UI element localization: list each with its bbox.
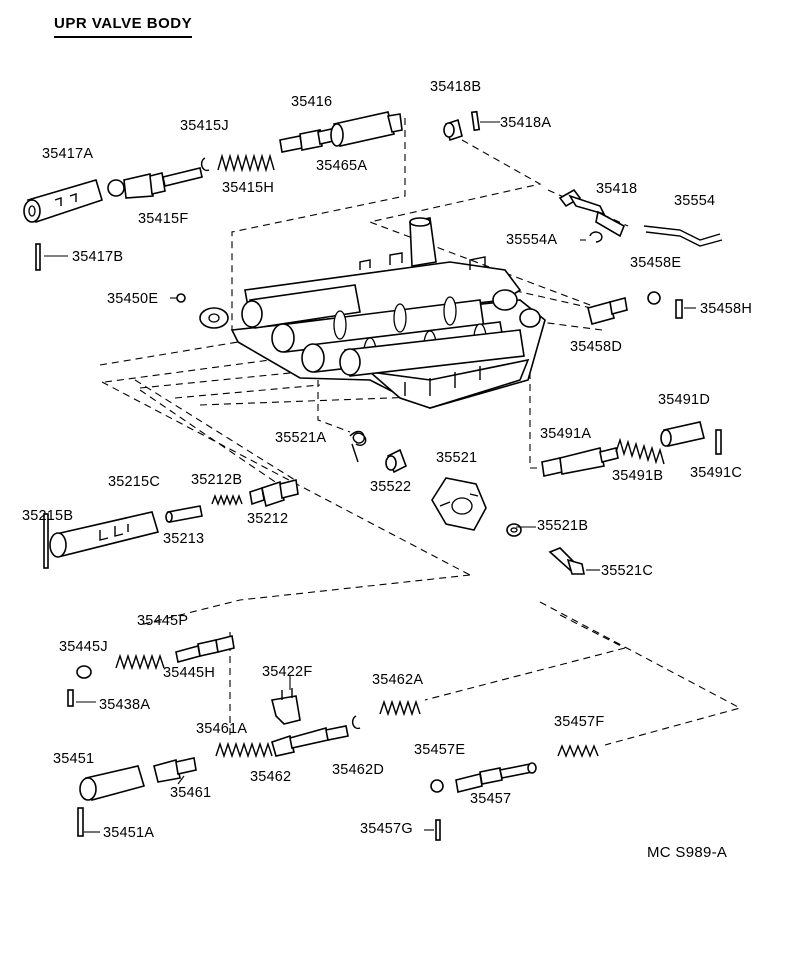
diagram-title: UPR VALVE BODY xyxy=(54,16,193,38)
part-label: 35522 xyxy=(370,479,412,495)
part-label: 35457F xyxy=(554,714,605,730)
part-label: 35491C xyxy=(690,465,742,481)
part-label: 35415F xyxy=(138,211,189,227)
part-label: 35457E xyxy=(414,742,466,758)
part-label: 35445H xyxy=(163,665,215,681)
part-label: 35458D xyxy=(570,339,622,355)
part-label: 35212B xyxy=(191,472,243,488)
part-label: 35451A xyxy=(103,825,155,841)
diagram-code: MC S989-A xyxy=(647,844,728,861)
part-label: 35450E xyxy=(107,291,159,307)
part-label: 35521B xyxy=(537,518,589,534)
part-label: 35417A xyxy=(42,146,94,162)
part-label: 35418A xyxy=(500,115,552,131)
part-label: 35445J xyxy=(59,639,108,655)
part-label: 35462D xyxy=(332,762,384,778)
part-label: 35415J xyxy=(180,118,229,134)
part-label: 35491A xyxy=(540,426,592,442)
part-label: 35418 xyxy=(596,181,638,197)
part-label: 35554A xyxy=(506,232,558,248)
part-label: 35458E xyxy=(630,255,682,271)
part-label: 35465A xyxy=(316,158,368,174)
bottom-right-parts xyxy=(430,744,599,841)
dashed-guide-lines xyxy=(99,118,742,746)
part-label: 35457 xyxy=(470,791,512,807)
part-label: 35521C xyxy=(601,563,653,579)
part-label: 35215B xyxy=(22,508,74,524)
part-label: 35212 xyxy=(247,511,289,527)
part-label: 35461 xyxy=(170,785,212,801)
part-label: 35462A xyxy=(372,672,424,688)
part-label: 35215C xyxy=(108,474,160,490)
leader-lines xyxy=(44,121,696,833)
part-label: 35457G xyxy=(360,821,413,837)
part-label: 35462 xyxy=(250,769,292,785)
part-label: 35417B xyxy=(72,249,124,265)
part-label: 35416 xyxy=(291,94,333,110)
top-right-parts xyxy=(176,110,723,325)
part-label: 35415H xyxy=(222,180,274,196)
part-label: 35491B xyxy=(612,468,664,484)
middle-left-parts xyxy=(43,479,299,569)
part-label: 35445P xyxy=(137,613,189,629)
part-label: 35438A xyxy=(99,697,151,713)
part-label: 35491D xyxy=(658,392,710,408)
part-label: 35458H xyxy=(700,301,752,317)
part-label: 35213 xyxy=(163,531,205,547)
part-label: 35521A xyxy=(275,430,327,446)
part-label: 35554 xyxy=(674,193,716,209)
part-label: 35418B xyxy=(430,79,482,95)
middle-right-parts xyxy=(349,421,722,575)
part-label: 35422F xyxy=(262,664,313,680)
part-label: 35461A xyxy=(196,721,248,737)
part-label: 35451 xyxy=(53,751,95,767)
bottom-left-parts xyxy=(67,635,421,837)
part-label: 35521 xyxy=(436,450,478,466)
top-left-assembly xyxy=(23,111,403,271)
valve-body xyxy=(199,217,546,409)
